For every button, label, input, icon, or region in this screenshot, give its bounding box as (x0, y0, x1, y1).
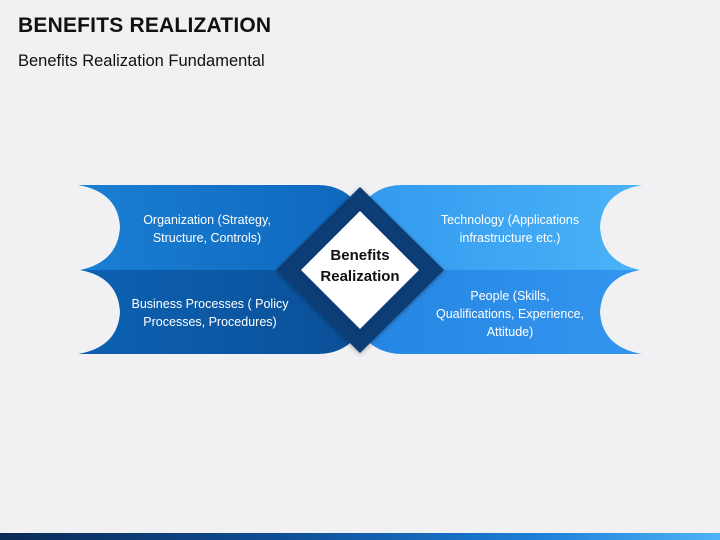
center-label: Benefits Realization (320, 247, 400, 285)
quadrant-top-right-shape (360, 185, 642, 270)
notch-right-top (620, 185, 704, 269)
slide-subtitle: Benefits Realization Fundamental (18, 52, 265, 70)
quadrant-bottom-left-label: Business Processes ( Policy Processes, P… (131, 297, 289, 329)
notch-right-bottom (620, 270, 704, 354)
center-diamond-inner (301, 211, 419, 329)
quadrant-top-right-label: Technology (Applications infrastructure … (440, 213, 580, 245)
quadrant-bottom-left-shape (78, 270, 360, 354)
quadrant-top-left-label: Organization (Strategy, Structure, Contr… (143, 213, 271, 245)
quadrant-bottom-right-label: People (Skills, Qualifications, Experien… (436, 289, 584, 339)
bottom-accent-bar (0, 533, 720, 540)
notch-left-bottom (16, 270, 100, 354)
slide-title: BENEFITS REALIZATION (18, 14, 272, 37)
notch-left-top (16, 185, 100, 269)
quadrant-top-left-shape (78, 185, 360, 270)
quadrant-bottom-right-shape (360, 270, 642, 354)
